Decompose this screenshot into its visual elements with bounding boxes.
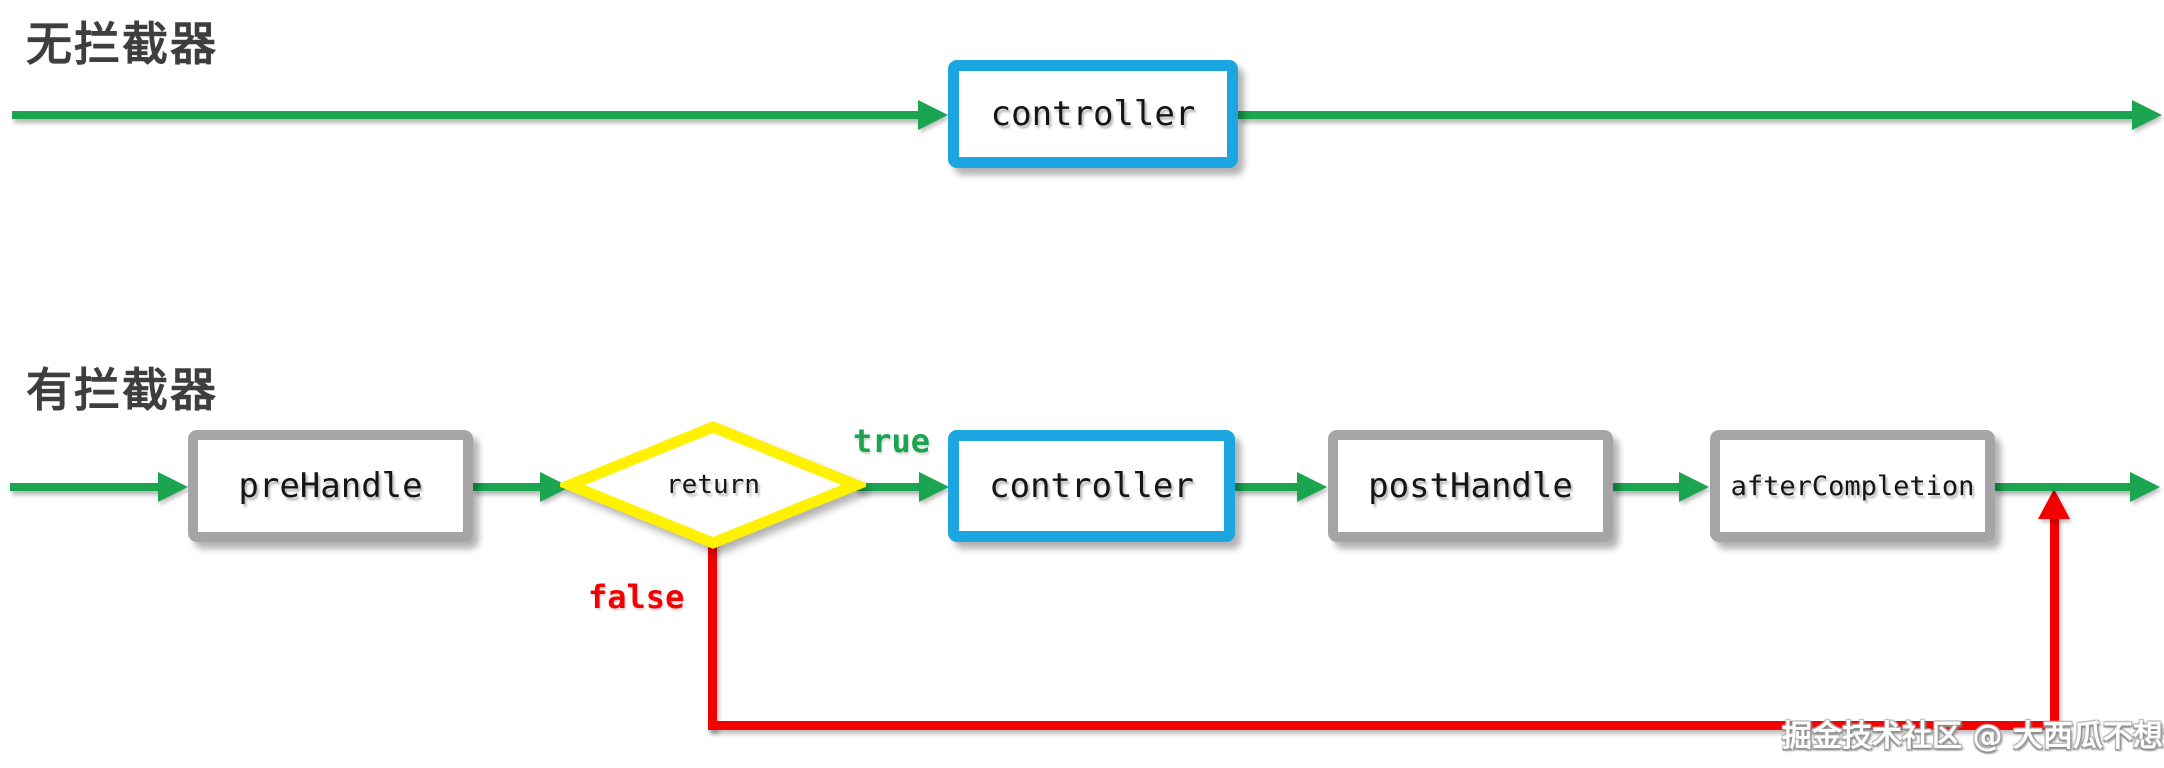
posthandle-node: postHandle [1328,430,1613,542]
flow-line-top-in [12,111,918,119]
section-title-no-interceptor: 无拦截器 [26,17,218,71]
arrowhead-top-out-icon [2132,100,2162,130]
false-path-down-line [708,537,717,730]
controller-node-top-label: controller [990,94,1196,134]
aftercompletion-node: afterCompletion [1710,430,1995,542]
posthandle-node-label: postHandle [1368,466,1573,506]
section-title-with-interceptor: 有拦截器 [26,363,218,417]
false-branch-label: false [588,578,685,616]
arrowhead-to-posthandle-icon [1297,472,1327,502]
true-branch-label: true [853,422,931,460]
prehandle-node: preHandle [188,430,473,542]
flow-line-entry [10,483,158,491]
arrowhead-false-return-icon [2038,489,2070,519]
flow-line-to-decision [473,483,540,491]
controller-node-bottom-label: controller [989,466,1194,506]
flow-line-to-aftercompletion [1613,483,1679,491]
controller-node-top: controller [948,60,1238,168]
arrowhead-to-aftercompletion-icon [1679,472,1709,502]
return-decision-node: return [555,420,871,550]
watermark: 掘金技术社区 @ 大西瓜不想说话 [1782,719,2164,754]
controller-node-bottom: controller [948,430,1235,542]
flow-line-to-posthandle [1235,483,1297,491]
false-path-bottom-line [708,721,2059,730]
prehandle-node-label: preHandle [238,466,423,506]
diamond-shape-icon [555,421,871,549]
arrowhead-exit-icon [2130,472,2160,502]
flow-line-exit [1995,483,2130,491]
arrowhead-entry-icon [158,472,188,502]
return-decision-label: return [666,470,760,500]
arrowhead-top-in-icon [918,100,948,130]
flow-line-true-branch [856,483,919,491]
false-path-up-line [2050,500,2059,726]
flow-line-top-out [1238,111,2132,119]
aftercompletion-node-label: afterCompletion [1730,470,1975,502]
arrowhead-true-branch-icon [919,472,949,502]
